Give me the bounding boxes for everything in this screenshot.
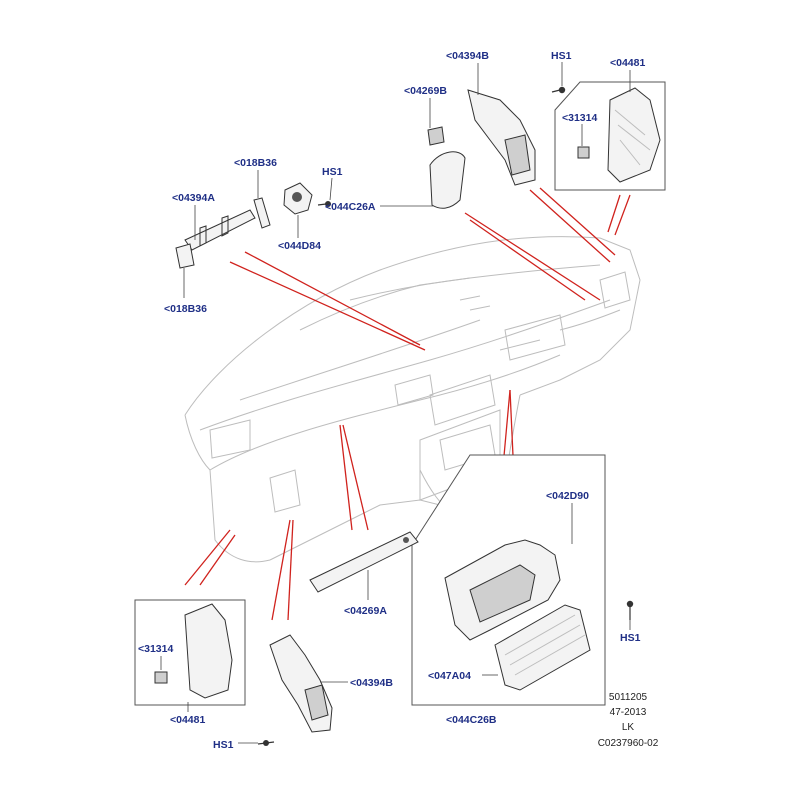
screw-HS1-mid [317,201,331,207]
part-044C26A [429,151,466,209]
screw-HS1-bottom [257,740,275,746]
part-04394A [184,209,256,251]
part-047A04 [494,604,591,691]
screw-HS1-right [626,600,634,620]
label-044D84: <044D84 [278,240,321,252]
reference-line-2: 47-2013 [610,707,647,718]
label-044C26A: <044C26A [325,201,376,213]
label-04481-bottom: <04481 [170,714,205,726]
label-HS1-top: HS1 [551,50,572,62]
label-04394B-bottom: <04394B [350,677,393,689]
label-04481-top: <04481 [610,57,645,69]
label-04269B: <04269B [404,85,447,97]
label-04394B-top: <04394B [446,50,489,62]
part-04269B [427,126,445,146]
label-04394A: <04394A [172,192,215,204]
part-04394B-bottom-vent [304,684,329,721]
label-044C26B: <044C26B [446,714,497,726]
label-HS1-right: HS1 [620,632,641,644]
screw-HS1-top [551,86,566,94]
diagram-reference: 5011205 47-2013 LK C0237960-02 [598,692,659,749]
part-04394B-bottom [269,634,333,733]
part-31314-bottom [154,671,168,684]
part-04394B-top-vent [504,134,531,176]
part-labels: <04394B HS1 <04481 <04269B <31314 <018B3… [138,50,645,751]
label-018B36-bottom: <018B36 [164,303,207,315]
part-042D90-opening [469,564,536,623]
leader-lines [160,62,631,744]
reference-line-4: C0237960-02 [598,738,659,749]
part-018B36-bottom [175,243,195,269]
part-04481-bottom [184,603,233,699]
label-042D90: <042D90 [546,490,589,502]
label-04269A: <04269A [344,605,387,617]
reference-line-3: LK [622,722,635,733]
label-047A04: <047A04 [428,670,471,682]
part-31314-top [577,146,590,159]
reference-line-1: 5011205 [609,692,648,703]
part-018B36-top [253,197,271,229]
part-044D84 [283,182,313,215]
part-04269A-hole [403,537,409,543]
label-HS1-mid: HS1 [322,166,343,178]
callout-lines [184,187,631,621]
label-31314-top: <31314 [562,112,597,124]
label-018B36-top: <018B36 [234,157,277,169]
part-04481-top [607,87,661,183]
label-31314-bottom: <31314 [138,643,173,655]
part-04269A [309,531,419,593]
label-HS1-bottom: HS1 [213,739,234,751]
